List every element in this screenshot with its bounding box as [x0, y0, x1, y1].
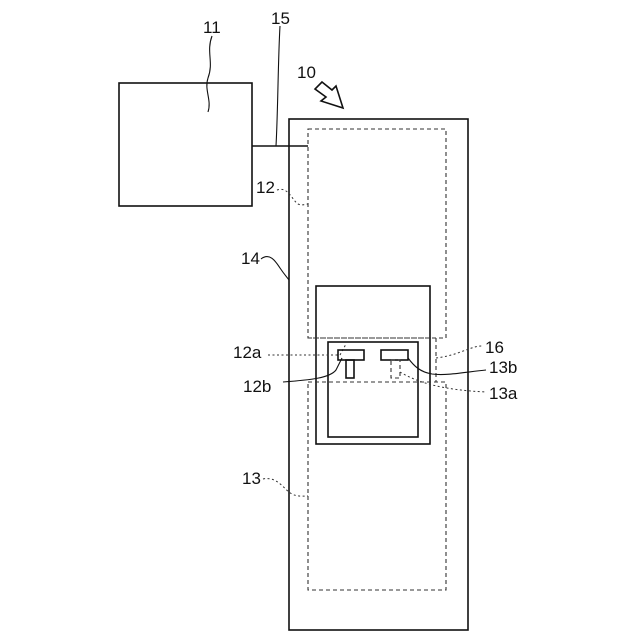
leader-11 — [207, 36, 212, 112]
leader-16 — [436, 346, 482, 358]
label-13a: 13a — [489, 384, 518, 403]
leader-14 — [261, 257, 289, 280]
label-12a: 12a — [233, 343, 262, 362]
leader-13 — [263, 479, 308, 497]
faucet-13b-head — [381, 350, 408, 360]
label-13: 13 — [242, 469, 261, 488]
label-14: 14 — [241, 249, 260, 268]
faucet-12b-spout — [346, 360, 354, 378]
leader-13b — [408, 358, 486, 375]
label-10: 10 — [297, 63, 316, 82]
leader-12b — [283, 358, 342, 382]
label-11: 11 — [203, 18, 221, 37]
leader-15 — [276, 26, 280, 146]
faucet-13a-spout — [391, 360, 400, 378]
label-12b: 12b — [243, 377, 271, 396]
external-unit-11 — [119, 83, 252, 206]
label-15: 15 — [271, 9, 290, 28]
arrow-10 — [315, 82, 343, 108]
label-13b: 13b — [489, 358, 517, 377]
dispenser-recess-outer — [316, 286, 430, 444]
dispenser-recess-inner — [328, 342, 418, 437]
upper-compartment-12 — [308, 129, 446, 338]
leader-12 — [277, 189, 308, 205]
label-12: 12 — [256, 178, 275, 197]
label-16: 16 — [485, 338, 504, 357]
leader-12a — [268, 344, 346, 355]
